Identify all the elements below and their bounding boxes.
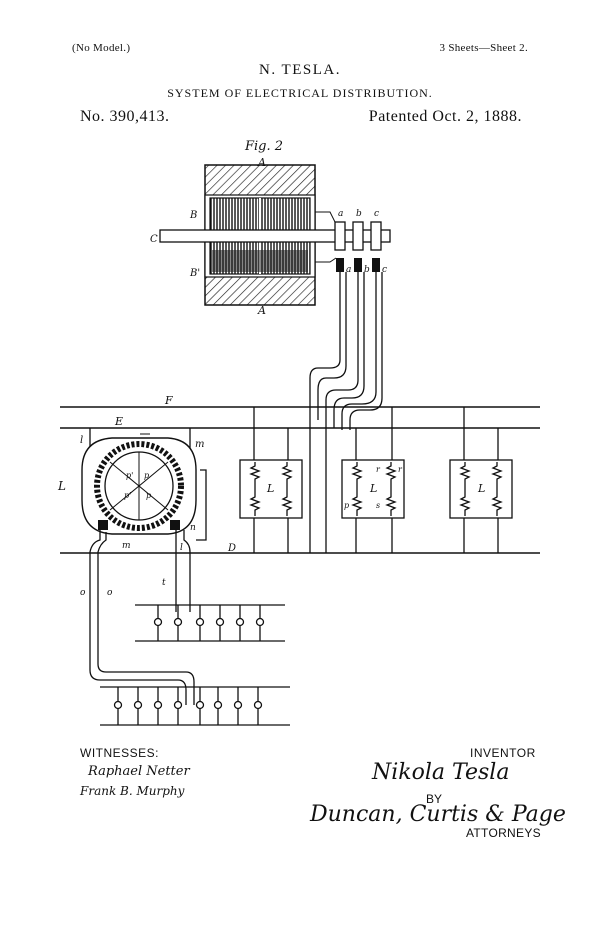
generator — [159, 164, 391, 306]
witness-signature-1: Raphael Netter — [88, 764, 190, 779]
brush-c — [372, 258, 380, 272]
brush-b — [354, 258, 362, 272]
svg-text:p: p — [144, 471, 149, 480]
svg-text:E: E — [114, 415, 123, 428]
collector-ring-a — [334, 221, 346, 251]
motor-L: p' p p' p — [81, 428, 197, 535]
converter-box-1 — [239, 459, 303, 519]
svg-text:L: L — [266, 482, 274, 495]
by-label: BY — [426, 792, 443, 806]
svg-text:p: p — [146, 491, 151, 500]
svg-text:m: m — [195, 439, 204, 450]
svg-text:C: C — [150, 234, 158, 245]
svg-text:a: a — [346, 265, 351, 275]
svg-text:p': p' — [124, 491, 131, 500]
lamp-row-upper — [153, 605, 265, 641]
inventor-name: N. TESLA. — [259, 62, 341, 78]
brush-a — [336, 258, 344, 272]
svg-text:p: p — [344, 501, 349, 510]
svg-text:n: n — [190, 523, 196, 533]
patent-title: SYSTEM OF ELECTRICAL DISTRIBUTION. — [167, 86, 433, 100]
svg-text:A: A — [257, 304, 266, 317]
model-note: (No Model.) — [72, 42, 131, 54]
attorneys-signature: Duncan, Curtis & Page — [310, 802, 566, 827]
inventor-label: INVENTOR — [470, 746, 536, 760]
lamp-bank-lower — [100, 686, 290, 726]
collector-ring-c — [370, 221, 382, 251]
svg-text:L: L — [369, 482, 377, 495]
svg-text:l: l — [80, 435, 83, 446]
witness-signature-2: Frank B. Murphy — [80, 784, 185, 798]
svg-text:b: b — [364, 265, 370, 275]
attorneys-label: ATTORNEYS — [466, 826, 541, 840]
shaft — [159, 229, 391, 243]
svg-text:D: D — [227, 543, 236, 554]
witnesses-label: WITNESSES: — [80, 746, 160, 760]
svg-text:b: b — [356, 209, 362, 219]
svg-text:c: c — [374, 209, 379, 219]
svg-text:a: a — [338, 209, 343, 219]
motor-leads — [89, 469, 207, 705]
svg-text:r: r — [398, 465, 403, 474]
svg-text:p': p' — [126, 471, 133, 480]
svg-text:r: r — [376, 465, 381, 474]
svg-text:B: B — [189, 210, 197, 221]
svg-text:l: l — [180, 543, 183, 553]
sheet-note: 3 Sheets—Sheet 2. — [439, 42, 528, 54]
lamp-bank-upper — [135, 604, 285, 642]
svg-text:c: c — [382, 265, 387, 275]
svg-text:s: s — [376, 501, 380, 510]
svg-text:o: o — [107, 588, 113, 598]
converters — [239, 407, 513, 553]
collector-ring-b — [352, 221, 364, 251]
patent-number: No. 390,413. — [80, 108, 170, 125]
mains — [60, 406, 540, 554]
patent-date: Patented Oct. 2, 1888. — [368, 108, 522, 125]
inventor-signature: Nikola Tesla — [372, 760, 510, 785]
svg-text:F: F — [164, 394, 173, 407]
generator-leads — [309, 272, 383, 430]
svg-text:A: A — [257, 156, 266, 169]
svg-text:m: m — [122, 541, 131, 551]
svg-text:B': B' — [189, 268, 200, 279]
svg-text:t: t — [162, 578, 166, 588]
svg-text:o: o — [80, 588, 86, 598]
figure-label: Fig. 2 — [244, 139, 283, 154]
svg-text:L: L — [477, 482, 485, 495]
svg-text:L: L — [57, 479, 66, 493]
